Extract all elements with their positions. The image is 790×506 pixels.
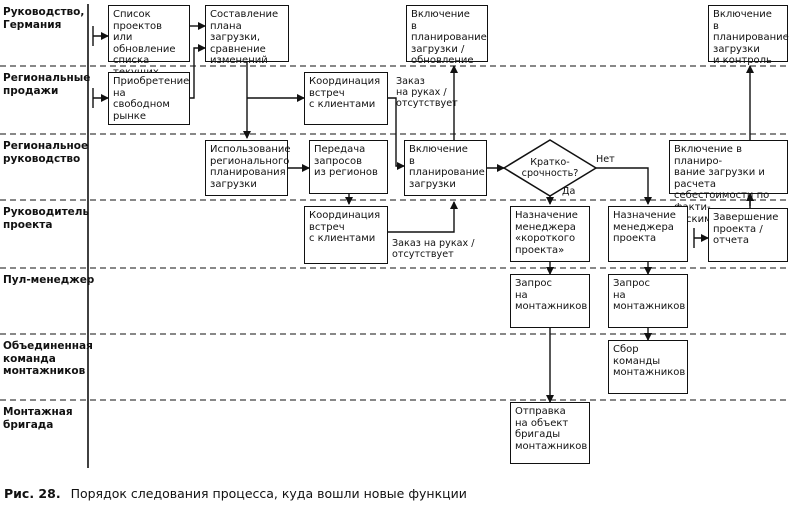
decision-no-label: Нет xyxy=(596,154,615,165)
note-order-pm: Заказ на руках / отсутствует xyxy=(392,238,475,260)
connector-arrow xyxy=(388,201,458,233)
box-free-market: Приобретение на свободном рынке xyxy=(108,72,190,125)
box-plan-include-update: Включение в планирование загрузки / обно… xyxy=(406,5,488,66)
connectors xyxy=(92,22,754,403)
box-current-projects: Список проектов или обновление списка те… xyxy=(108,5,190,90)
box-request-fitters-short: Запрос на монтажников xyxy=(510,274,590,328)
connector-arrow xyxy=(92,88,108,108)
box-coord-meet-sales: Координация встреч с клиентами xyxy=(304,72,388,125)
box-transfer-requests: Передача запросов из регионов xyxy=(309,140,388,194)
figure-caption: Рис. 28. Порядок следования процесса, куд… xyxy=(4,486,467,501)
lane-label-germany-management: Руководство, Германия xyxy=(3,6,85,31)
box-send-brigade: Отправка на объект бригады монтажников xyxy=(510,402,590,464)
decision-question: Кратко- срочность? xyxy=(521,157,579,179)
box-finish-report: Завершение проекта / отчета xyxy=(708,208,788,262)
box-plan-compose: Составление плана загрузки, сравнение из… xyxy=(205,5,289,66)
lane-label-regional-sales: Региональные продажи xyxy=(3,72,91,97)
box-plan-include-control: Включение в планирование загрузки и конт… xyxy=(708,5,789,66)
connector-arrow xyxy=(595,167,652,205)
note-order-sales: Заказ на руках / отсутствует xyxy=(396,76,458,109)
box-assign-short-project: Назначение менеджера «короткого проекта» xyxy=(510,206,590,262)
box-plan-include-regional: Включение в планирование загрузки xyxy=(404,140,487,196)
lane-label-joint-fitter-team: Объединенная команда монтажников xyxy=(3,340,93,377)
box-request-fitters-pm: Запрос на монтажников xyxy=(608,274,688,328)
box-use-regional-plan: Использование регионального планирования… xyxy=(205,140,291,196)
decision-diamond xyxy=(502,139,598,197)
lane-label-pool-manager: Пул-менеджер xyxy=(3,274,95,286)
lane-dividers xyxy=(0,65,790,401)
connector-arrow xyxy=(388,97,405,170)
box-plan-calc-cost: Включение в планиро- вание загрузки и ра… xyxy=(669,140,788,225)
figure-number: Рис. 28. xyxy=(4,486,61,501)
connector-arrow xyxy=(92,26,108,46)
decision-yes-label: Да xyxy=(562,186,576,197)
lane-label-regional-management: Региональное руководство xyxy=(3,140,89,165)
lane-label-project-manager: Руководитель проекта xyxy=(3,206,90,231)
figure-caption-text: Порядок следования процесса, куда вошли … xyxy=(70,486,467,501)
box-assign-project-manager: Назначение менеджера проекта xyxy=(608,206,688,262)
box-coord-meet-pm: Координация встреч с клиентами xyxy=(304,206,388,264)
lane-label-fitter-brigade: Монтажная бригада xyxy=(3,406,73,431)
box-team-gather: Сбор команды монтажников xyxy=(608,340,688,394)
connector-arrow xyxy=(190,44,206,99)
connector-arrow xyxy=(693,228,708,248)
